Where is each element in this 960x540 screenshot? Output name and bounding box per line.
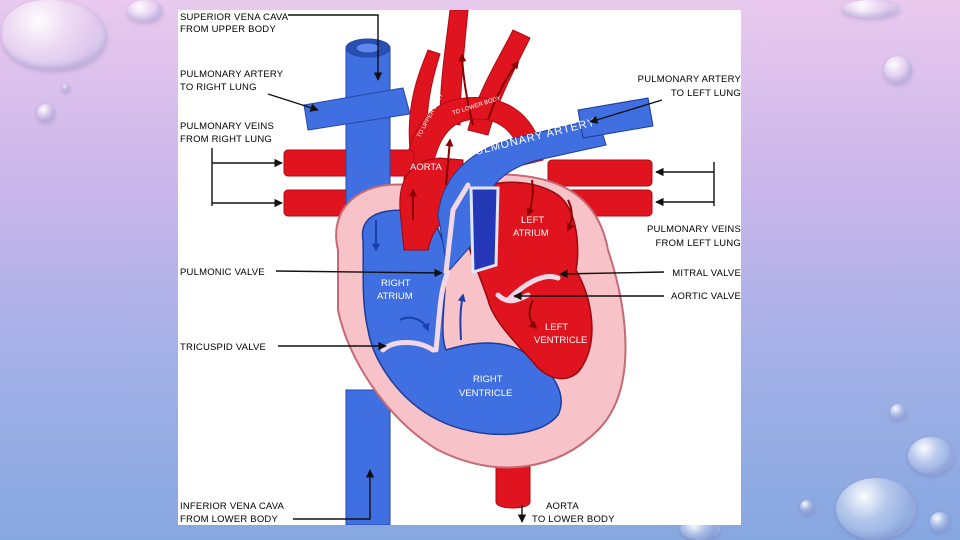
- water-drop: [908, 437, 954, 475]
- label-right-ventricle-line1: RIGHT: [473, 374, 503, 385]
- label-right-atrium-line1: RIGHT: [381, 278, 411, 289]
- label-pulmonary-artery-right-line1: PULMONARY ARTERY: [180, 69, 284, 80]
- leader-lines: [211, 14, 715, 523]
- label-tricuspid-valve: TRICUSPID VALVE: [180, 342, 266, 353]
- label-mitral-valve: MITRAL VALVE: [672, 268, 741, 279]
- water-drop: [127, 0, 163, 22]
- label-right-ventricle-line2: VENTRICLE: [459, 388, 512, 399]
- label-superior-vena-cava-line2: FROM UPPER BODY: [180, 24, 276, 35]
- water-drop: [836, 478, 916, 540]
- label-aorta-lower-line1: AORTA: [546, 501, 579, 512]
- label-aortic-valve: AORTIC VALVE: [671, 291, 741, 302]
- label-inferior-vena-cava-line1: INFERIOR VENA CAVA: [180, 501, 285, 512]
- label-pulmonary-artery-right-line2: TO RIGHT LUNG: [180, 82, 257, 93]
- water-drop: [37, 104, 55, 122]
- outer-labels: SUPERIOR VENA CAVA FROM UPPER BODY PULMO…: [180, 12, 741, 525]
- label-pulmonary-artery-left-line2: TO LEFT LUNG: [671, 88, 741, 99]
- label-pulmonary-artery-left-line1: PULMONARY ARTERY: [638, 74, 741, 85]
- label-left-atrium-line1: LEFT: [521, 215, 544, 226]
- label-aorta-inner: AORTA: [410, 162, 443, 173]
- label-left-atrium-line2: ATRIUM: [513, 228, 549, 239]
- label-pulmonary-veins-left-line1: PULMONARY VEINS: [647, 224, 741, 235]
- water-drop: [930, 512, 950, 532]
- water-drop: [842, 0, 900, 18]
- water-drop: [62, 84, 70, 92]
- label-pulmonary-veins-left-line2: FROM LEFT LUNG: [656, 238, 742, 249]
- label-aorta-lower-line2: TO LOWER BODY: [532, 514, 615, 525]
- label-inferior-vena-cava-line2: FROM LOWER BODY: [180, 514, 278, 525]
- flow-arrows: [372, 53, 575, 341]
- heart-diagram-panel: AORTA PULMONARY ARTERY TO UPPER BODY TO …: [178, 10, 741, 525]
- label-superior-vena-cava-line1: SUPERIOR VENA CAVA: [180, 12, 289, 23]
- label-right-atrium-line2: ATRIUM: [377, 291, 413, 302]
- heart-valves: [380, 182, 561, 353]
- pulmonary-artery-right-branch: [303, 87, 411, 131]
- water-drop: [800, 500, 814, 514]
- label-pulmonary-veins-right-line1: PULMONARY VEINS: [180, 121, 274, 132]
- label-pulmonic-valve: PULMONIC VALVE: [180, 267, 265, 278]
- water-drop: [884, 56, 912, 84]
- heart-diagram: AORTA PULMONARY ARTERY TO UPPER BODY TO …: [180, 10, 741, 525]
- water-drop: [2, 0, 107, 70]
- label-pulmonary-veins-right-line2: FROM RIGHT LUNG: [180, 134, 272, 145]
- label-left-ventricle-line2: VENTRICLE: [534, 335, 587, 346]
- aortic-branches: [402, 10, 544, 216]
- water-drop: [890, 404, 906, 420]
- label-left-ventricle-line1: LEFT: [545, 322, 568, 333]
